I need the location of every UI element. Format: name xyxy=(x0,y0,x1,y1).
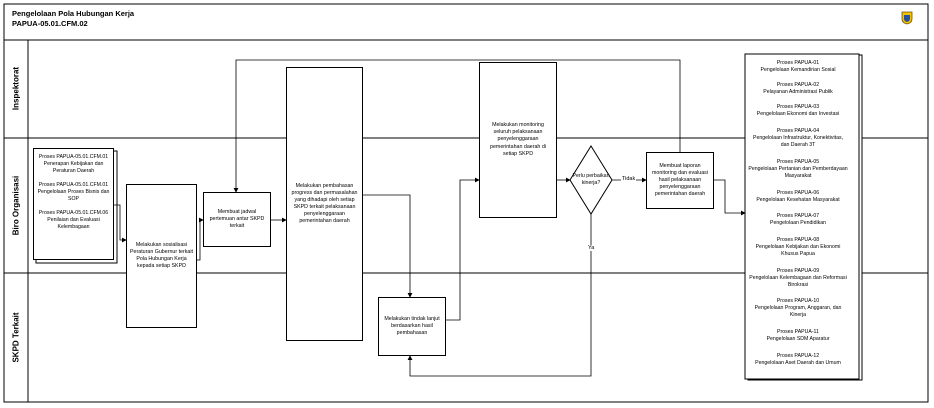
step-pembahasan: Melakukan pembahasan progress dan permas… xyxy=(286,67,363,341)
decision-diamond xyxy=(569,145,613,215)
edge-label-ya: Ya xyxy=(587,245,596,251)
title-line-1: Pengelolaan Pola Hubungan Kerja xyxy=(12,9,135,18)
decision-label: Perlu perbaikan kinerja? xyxy=(572,172,610,186)
lane-label-inspektorat: Inspektorat xyxy=(11,66,21,111)
step-monitoring: Melakukan monitoring seluruh pelaksanaan… xyxy=(479,62,557,218)
lane-label-biro-organisasi: Biro Organisasi xyxy=(11,175,21,236)
step-jadwal-pertemuan: Membuat jadwal pertemuan antar SKPD terk… xyxy=(203,192,271,247)
edge-label-tidak: Tidak xyxy=(621,176,637,182)
step-tindak-lanjut: Melakukan tindak lanjut berdasarkan hasi… xyxy=(378,297,446,356)
emblem-logo xyxy=(901,11,913,25)
page-title: Pengelolaan Pola Hubungan Kerja PAPUA-05… xyxy=(12,9,134,29)
step-sosialisasi: Melakukan sosialisasi Peraturan Gubernur… xyxy=(126,184,197,328)
title-line-2: PAPUA-05.01.CFM.02 xyxy=(12,18,88,28)
step-laporan: Membuat laporan monitoring dan evaluasi … xyxy=(646,152,714,209)
lane-label-skpd-terkait: SKPD Terkait xyxy=(11,312,21,363)
